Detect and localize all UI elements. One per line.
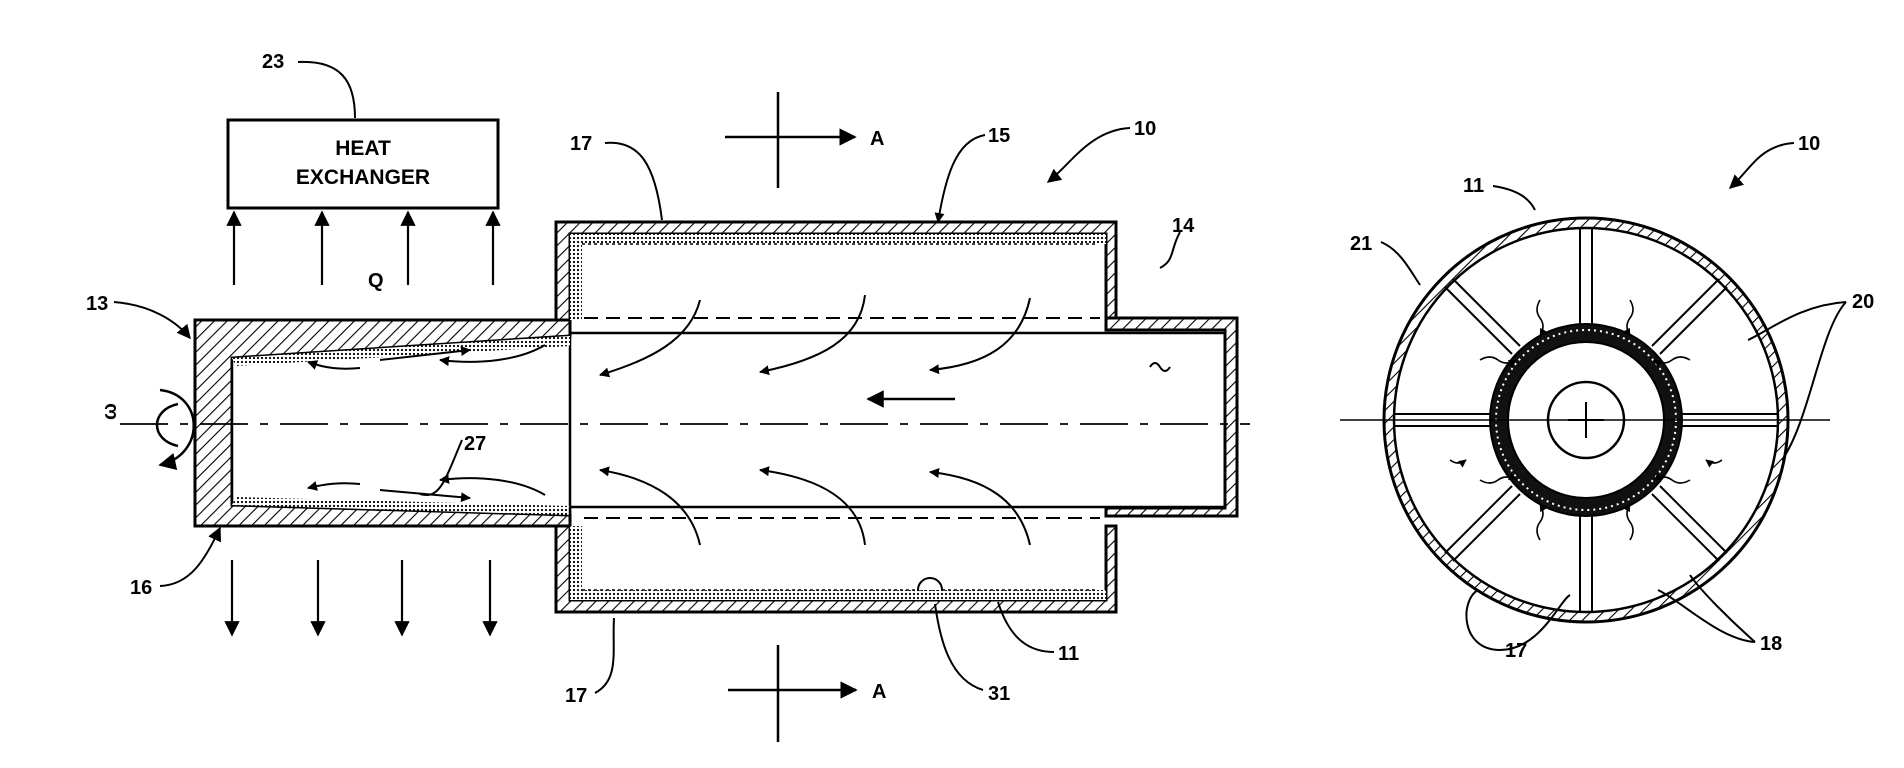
ref-18: 18 [1760, 633, 1782, 655]
ref-14: 14 [1172, 215, 1195, 237]
ref-10-right: 10 [1798, 133, 1820, 155]
section-label-top: A [870, 128, 884, 150]
heat-exchanger-label-line1: HEAT [335, 137, 391, 160]
ref-17-bottom: 17 [565, 685, 587, 707]
centrifuge-side-view [195, 222, 1237, 612]
heat-flow-symbol: Q [368, 270, 384, 292]
ref-21: 21 [1350, 233, 1372, 255]
section-label-bottom: A [872, 681, 886, 703]
heat-exchanger-label-line2: EXCHANGER [296, 166, 430, 189]
section-line-top [725, 92, 855, 188]
ref-17-right: 17 [1505, 640, 1527, 662]
ref-11-right: 11 [1463, 175, 1484, 197]
ref-17-top: 17 [570, 133, 592, 155]
rotation-indicator: ω [99, 390, 194, 465]
ref-31: 31 [988, 683, 1010, 705]
heat-flow-arrows-up [234, 212, 493, 285]
ref-10-left: 10 [1134, 118, 1156, 140]
ref-11-left: 11 [1058, 643, 1079, 665]
ref-23: 23 [262, 51, 284, 73]
ref-15: 15 [988, 125, 1010, 147]
section-line-bottom [728, 645, 856, 742]
ref-20: 20 [1852, 291, 1874, 313]
heat-flow-arrows-down [232, 560, 490, 635]
centrifuge-cross-section [1340, 218, 1830, 622]
heat-exchanger: HEAT EXCHANGER [228, 120, 498, 208]
ref-16: 16 [130, 577, 152, 599]
ref-13: 13 [86, 293, 108, 315]
rotation-symbol: ω [99, 403, 121, 420]
ref-27: 27 [464, 433, 486, 455]
